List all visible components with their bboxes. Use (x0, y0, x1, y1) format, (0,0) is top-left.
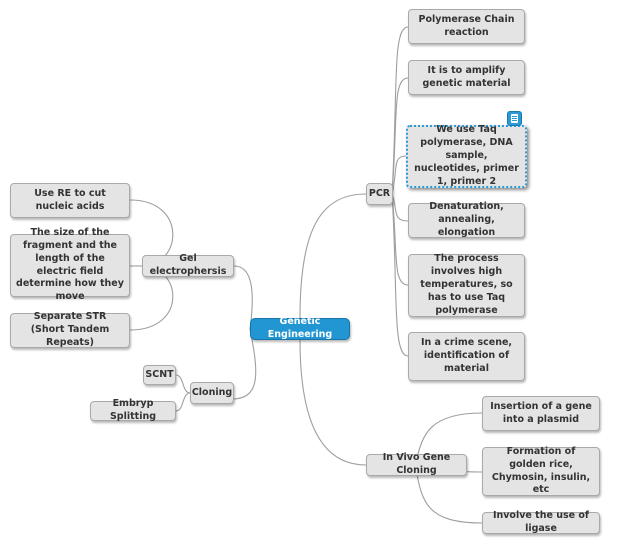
pcr-child-polymerase-chain-reaction[interactable]: Polymerase Chain reaction (408, 9, 525, 44)
connector-pcr-2 (391, 77, 409, 195)
node-label: The process involves high temperatures, … (420, 253, 513, 316)
connector-central-pcr (299, 193, 367, 319)
cloning-child-embryo-splitting[interactable]: Embryp Splitting (90, 398, 176, 422)
invivo-child-golden-rice[interactable]: Formation of golden rice, Chymosin, insu… (482, 445, 600, 496)
invivo-child-ligase[interactable]: Involve the use of ligase (482, 510, 600, 534)
gel-child-fragment-size[interactable]: The size of the fragment and the length … (10, 227, 130, 302)
pcr-node-label: PCR (368, 187, 391, 199)
connector-pcr-4 (391, 193, 409, 222)
invivo-child-plasmid[interactable]: Insertion of a gene into a plasmid (482, 396, 600, 431)
node-label: Insertion of a gene into a plasmid (490, 400, 592, 425)
connector-pcr-5 (391, 193, 409, 286)
connector-pcr-6 (391, 193, 409, 357)
node-label: Denaturation, annealing, elongation (429, 201, 504, 238)
cloning-node[interactable]: Cloning (190, 382, 234, 404)
note-icon[interactable] (507, 111, 522, 126)
gel-node-label: Gel electrophersis (149, 253, 227, 277)
node-label: We use Taq polymerase, DNA sample, nucle… (414, 124, 519, 187)
pcr-child-crime-scene[interactable]: In a crime scene, identification of mate… (408, 332, 525, 381)
connector-pcr-3 (391, 155, 407, 195)
pcr-child-steps[interactable]: Denaturation, annealing, elongation (408, 201, 525, 238)
gel-node[interactable]: Gel electrophersis (142, 253, 234, 277)
node-label: Formation of golden rice, Chymosin, insu… (491, 445, 591, 496)
node-label: Use RE to cut nucleic acids (34, 187, 106, 212)
node-label: Separate STR (Short Tandem Repeats) (30, 311, 110, 348)
gel-child-str[interactable]: Separate STR (Short Tandem Repeats) (10, 311, 130, 348)
connector-cloning-2 (175, 392, 191, 412)
invivo-node[interactable]: In Vivo Gene Cloning (366, 452, 467, 476)
gel-child-restriction-enzyme[interactable]: Use RE to cut nucleic acids (10, 183, 130, 218)
central-node[interactable]: Genetic Engineering (250, 316, 350, 340)
pcr-node[interactable]: PCR (366, 183, 393, 205)
node-label: Involve the use of ligase (492, 510, 590, 534)
cloning-node-label: Cloning (191, 386, 233, 398)
node-label: It is to amplify genetic material (422, 64, 511, 89)
cloning-child-scnt[interactable]: SCNT (143, 365, 176, 385)
invivo-node-label: In Vivo Gene Cloning (382, 452, 451, 476)
pcr-child-taq-materials[interactable]: We use Taq polymerase, DNA sample, nucle… (406, 124, 527, 188)
connector-central-invivo (299, 339, 367, 466)
pcr-child-amplify[interactable]: It is to amplify genetic material (408, 60, 525, 95)
node-label: SCNT (145, 368, 174, 380)
central-node-label: Genetic Engineering (267, 316, 333, 340)
pcr-child-high-temperature[interactable]: The process involves high temperatures, … (408, 253, 525, 317)
node-label: Embryp Splitting (109, 398, 157, 422)
node-label: The size of the fragment and the length … (16, 227, 124, 303)
node-label: In a crime scene, identification of mate… (420, 337, 513, 374)
node-label: Polymerase Chain reaction (418, 13, 515, 38)
connector-central-gel (233, 265, 253, 330)
connector-cloning-1 (175, 374, 191, 394)
connector-central-cloning (231, 328, 257, 400)
